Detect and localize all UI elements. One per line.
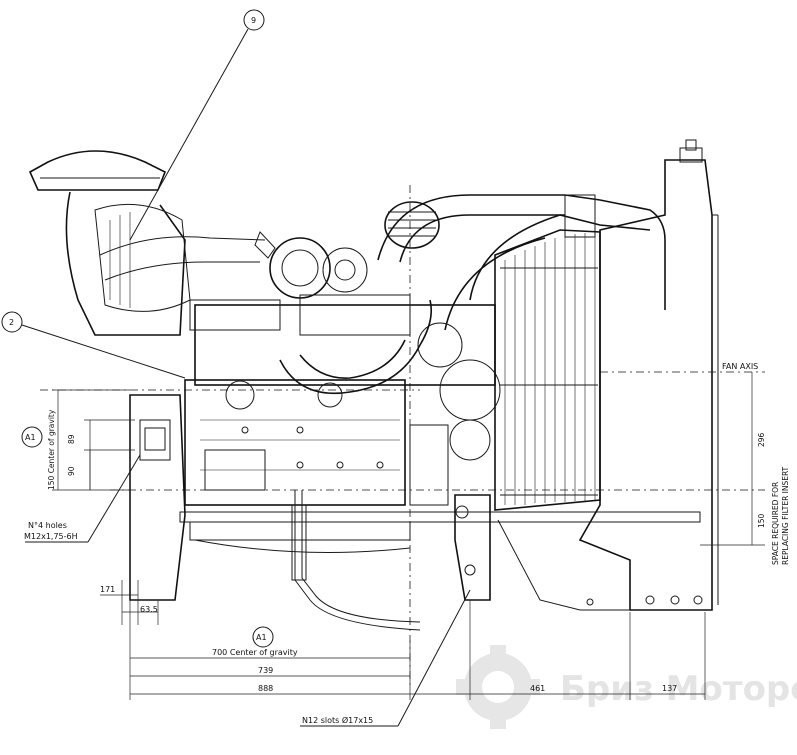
svg-text:N°4 holes: N°4 holes — [28, 521, 67, 530]
holes-note: N°4 holes M12x1,75-6H — [24, 454, 141, 543]
space-required-line2: REPLACING FILTER INSERT — [781, 466, 790, 565]
dim-296: 296 — [757, 432, 766, 447]
turbocharger — [254, 231, 368, 299]
dim-90: 90 — [67, 466, 76, 476]
fan-axis-label: FAN AXIS — [722, 362, 758, 371]
watermark-gear-icon — [456, 645, 540, 729]
bottom-dimensions: 700 Center of gravity 739 888 461 137 — [129, 600, 706, 700]
watermark-text: Бриз Моторс — [560, 669, 797, 709]
callout-2: 2 — [1, 311, 186, 379]
dim-150: 150 — [757, 513, 766, 528]
radiator — [494, 139, 719, 611]
dim-89: 89 — [67, 434, 76, 444]
callout-9: 9 — [129, 9, 265, 241]
svg-text:N12 slots Ø17x15: N12 slots Ø17x15 — [302, 715, 373, 725]
dim-888: 888 — [258, 684, 273, 693]
engine-block — [179, 294, 701, 553]
svg-text:M12x1,75-6H: M12x1,75-6H — [24, 532, 78, 541]
svg-text:9: 9 — [251, 16, 256, 25]
flange-dimensions: 171 63.5 — [100, 580, 159, 625]
dim-171: 171 — [100, 585, 115, 594]
right-dimensions: FAN AXIS 296 150 SPACE REQUIRED FOR REPL… — [700, 362, 790, 565]
dim-739: 739 — [258, 666, 273, 675]
dim-137: 137 — [662, 684, 677, 693]
coolant-pipes — [279, 194, 666, 395]
air-filter — [28, 150, 266, 336]
svg-text:A1: A1 — [256, 633, 267, 642]
callout-a1-left: A1 — [21, 426, 43, 448]
dim-461: 461 — [530, 684, 545, 693]
callout-a1-bottom: A1 — [252, 626, 274, 648]
svg-text:2: 2 — [9, 318, 14, 327]
dim-150-cog: 150 Center of gravity — [47, 409, 56, 490]
mounting-bracket — [454, 494, 703, 606]
dim-700-cog: 700 Center of gravity — [212, 648, 298, 657]
slots-note: N12 slots Ø17x15 — [300, 589, 471, 727]
space-required-line1: SPACE REQUIRED FOR — [771, 482, 780, 565]
dim-63-5: 63.5 — [140, 605, 158, 614]
left-dimensions: 150 Center of gravity 89 90 — [47, 389, 135, 491]
oil-tube — [291, 490, 421, 631]
flywheel-housing — [129, 394, 186, 601]
svg-text:A1: A1 — [25, 433, 36, 442]
